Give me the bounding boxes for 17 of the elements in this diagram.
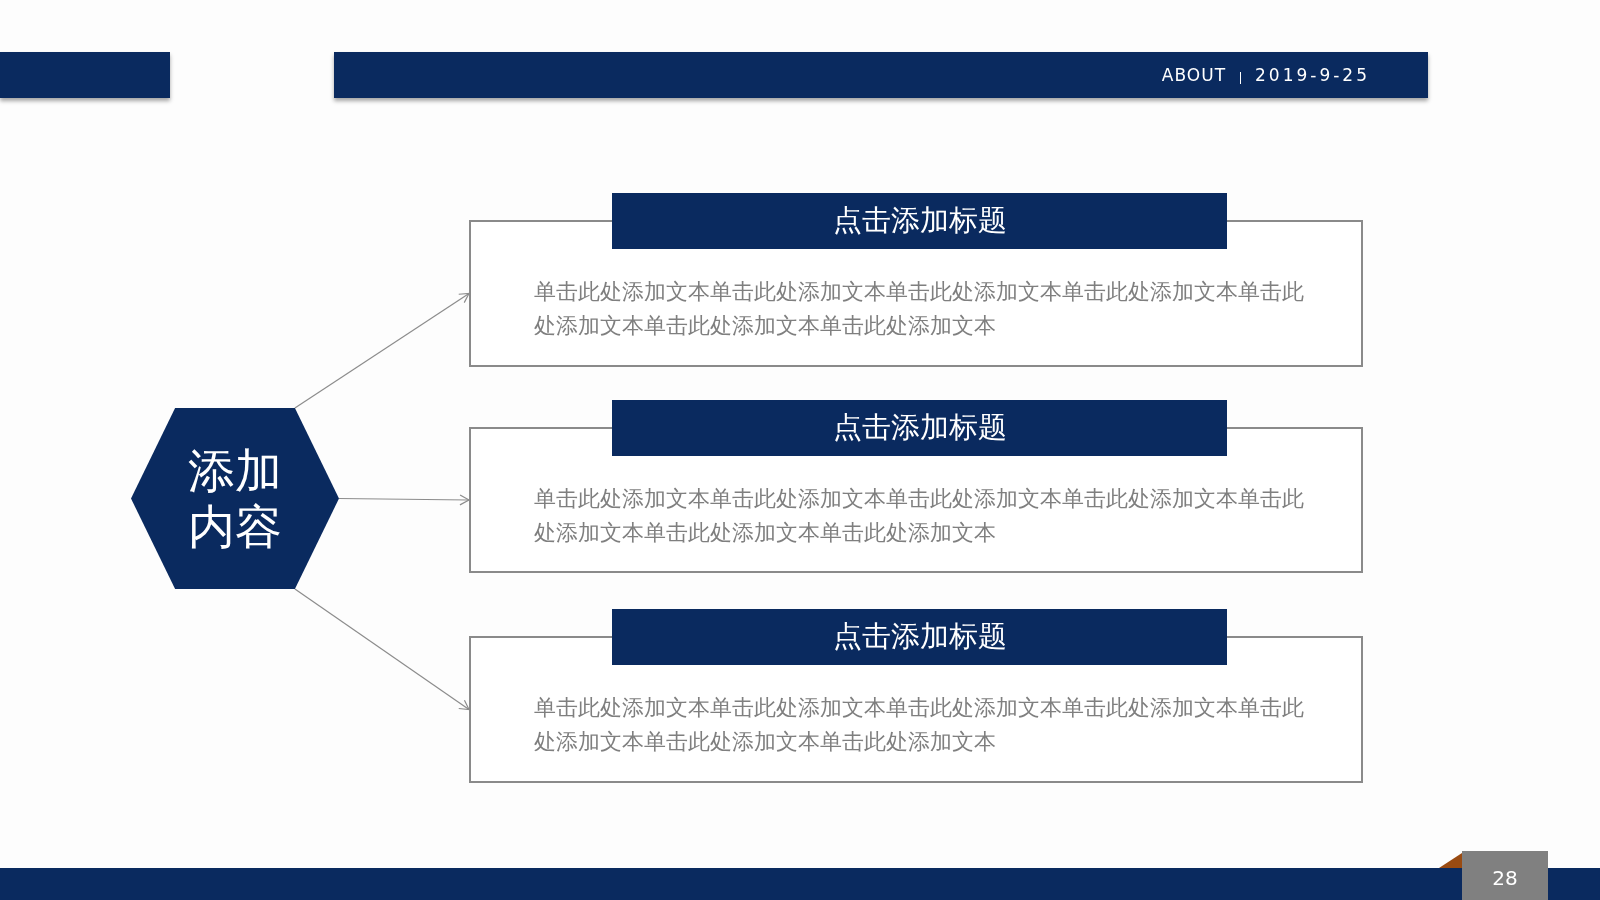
header-text: ABOUT [1161,66,1226,84]
body-text: 单击此处添加文本单击此处添加文本单击此处添加文本单击此处添加文本单击此处添加文本单击此处添加文本单击此处添加文本 [534,485,1305,547]
arrow [294,588,470,711]
body-text: 单击此处添加文本单击此处添加文本单击此处添加文本单击此处添加文本单击此处添加文本单击此处添加文本单击此处添加文本 [534,278,1305,340]
text-card [469,400,1363,573]
heading-banner: 点击添加标题 [612,193,1227,249]
hexagon-text: 添加内容 [188,442,282,555]
date-text: 2019-9-25 [1255,66,1370,84]
arrow [294,292,470,409]
body-text: 单击此处添加文本单击此处添加文本单击此处添加文本单击此处添加文本单击此处添加文本单击此处添加文本单击此处添加文本 [534,694,1305,756]
text-card [469,193,1363,367]
text-card [469,609,1363,783]
page-number: 28 [1462,851,1548,900]
arrow [338,494,470,506]
heading-banner: 点击添加标题 [612,609,1227,665]
heading-banner: 点击添加标题 [612,400,1227,456]
hexagon-node [131,408,339,589]
